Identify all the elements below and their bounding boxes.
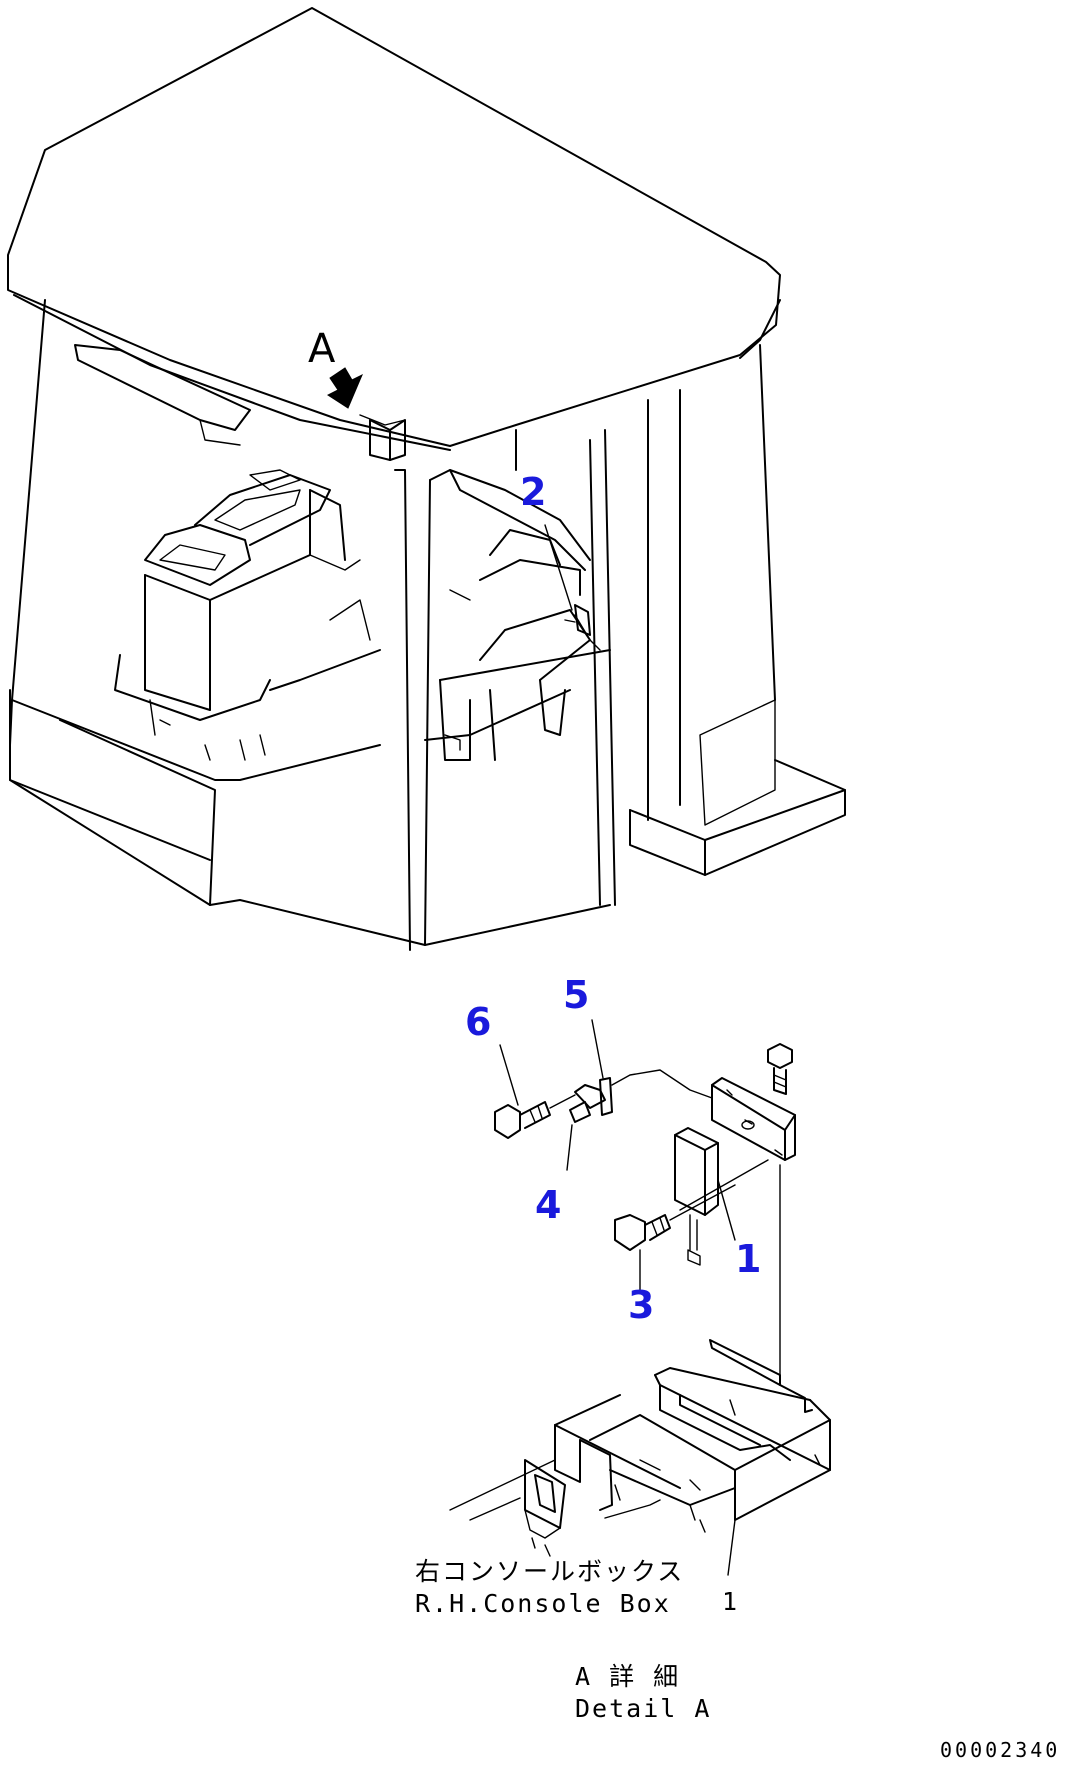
view-marker-a: A [308, 326, 336, 372]
detail-label-jp: A 詳 細 [575, 1662, 680, 1691]
callout-3: 3 [628, 1283, 654, 1327]
console-box-label-en: R.H.Console Box [415, 1589, 671, 1618]
reference-mark: 1 [722, 1587, 739, 1616]
leader-1 [717, 1179, 736, 1241]
console-box-label-jp: 右コンソールボックス [415, 1557, 684, 1586]
drawing-number: 00002340 [940, 1738, 1060, 1762]
console-box-illustration [449, 1339, 831, 1576]
callout-6: 6 [465, 1000, 491, 1044]
leader-6 [499, 1044, 519, 1106]
leader-4 [566, 1124, 573, 1171]
leader-5 [591, 1019, 604, 1079]
exploded-parts [494, 1043, 796, 1386]
callout-4: 4 [535, 1183, 561, 1227]
callout-2: 2 [520, 470, 546, 514]
cab-illustration [7, 7, 846, 951]
callout-5: 5 [563, 973, 589, 1017]
detail-label-en: Detail A [575, 1694, 711, 1723]
callout-1: 1 [735, 1237, 761, 1281]
leader-2 [544, 524, 573, 611]
